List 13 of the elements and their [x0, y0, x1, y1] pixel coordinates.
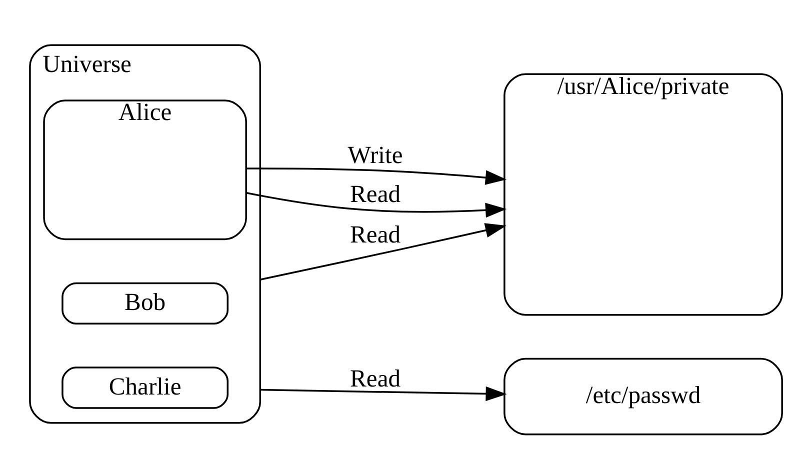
edge-label: Read [350, 221, 401, 248]
arrow [246, 168, 507, 185]
arrow [246, 192, 507, 218]
edge-label: Read [350, 180, 401, 208]
arrow [260, 223, 506, 280]
node-box: /etc/passwd [504, 358, 783, 436]
edge-label: Write [348, 142, 403, 170]
node-box: Charlie [62, 366, 229, 409]
node-box: /usr/Alice/private [504, 73, 783, 316]
edge-label: Read [350, 365, 401, 392]
arrow [260, 386, 507, 402]
node-box: Alice [43, 100, 247, 240]
node-box: Bob [62, 282, 229, 324]
